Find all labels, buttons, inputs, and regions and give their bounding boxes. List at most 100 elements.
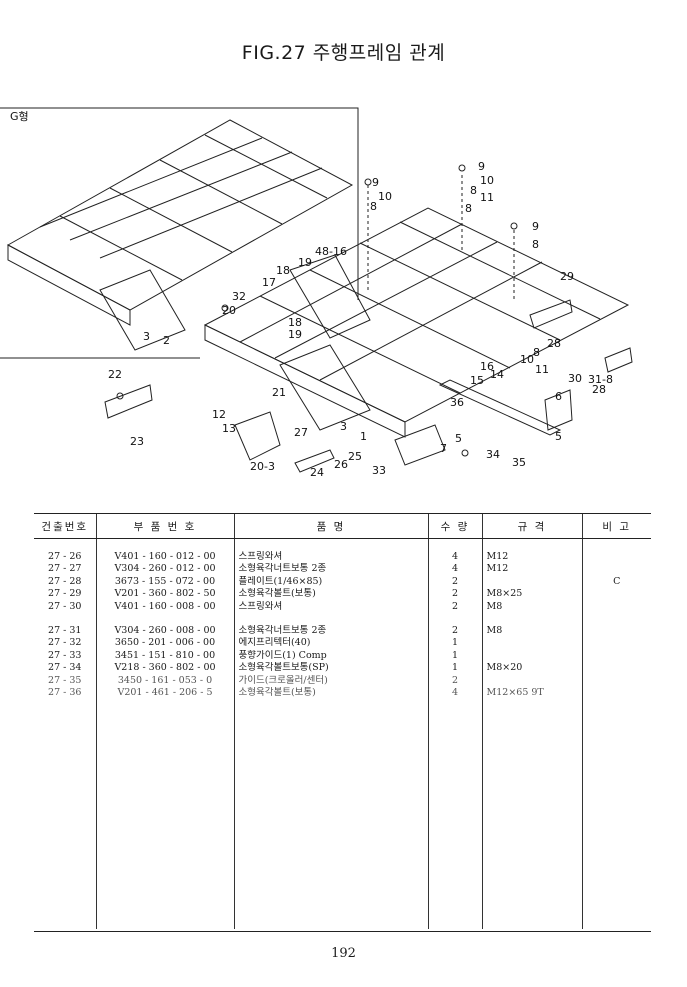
table-cell: V304 - 260 - 008 - 00 [95, 625, 234, 638]
table-cell: M12×65 9T [481, 687, 582, 700]
table-cell [581, 563, 651, 576]
table-cell [233, 699, 428, 930]
table-cell: C [581, 575, 651, 589]
page-title: FIG.27 주행프레임 관계 [241, 42, 446, 64]
table-cell: 1 [427, 637, 482, 650]
table-cell [581, 551, 651, 564]
callout-number: 32 [232, 290, 246, 303]
callout-number: 6 [555, 390, 562, 403]
table-cell [481, 575, 582, 589]
table-cell: 에지프리텍터(40) [233, 637, 428, 650]
table-cell: 27 - 36 [48, 687, 82, 699]
table-cell: M12 [481, 563, 582, 576]
callout-number: 8 [465, 202, 472, 215]
table-cell [481, 637, 582, 650]
table-cell [481, 699, 582, 930]
table-header-row: 건출번호 부 품 번 호 품 명 수 량 규 격 비 고 [34, 513, 651, 539]
callout-number: 8 [533, 346, 540, 359]
callout-number: 31-8 [588, 373, 613, 386]
table-cell: 소형육각너트보통 2종 [233, 563, 428, 576]
callout-number: 2 [163, 334, 170, 347]
table-cell: 4 [427, 687, 482, 700]
col-ref: 건출번호 [34, 513, 96, 539]
table-cell: 27 - 32 [48, 637, 82, 649]
table-cell [34, 613, 96, 625]
table-cell: V201 - 360 - 802 - 50 [95, 588, 234, 601]
table-cell: M8 [481, 625, 582, 638]
inset-border [0, 107, 359, 300]
callout-number: 15 [470, 374, 484, 387]
table-cell [481, 649, 582, 663]
table-cell: M12 [481, 551, 582, 564]
table-cell: V401 - 160 - 012 - 00 [95, 551, 234, 564]
col-note: 비 고 [581, 513, 651, 539]
part-33 [394, 424, 446, 466]
table-cell: 2 [427, 575, 482, 589]
table-cell: 소형육각볼트(보통) [233, 687, 428, 700]
table-cell: 27 - 30 [48, 600, 82, 612]
table-cell [581, 649, 651, 663]
callout-number: 9 [532, 220, 539, 233]
callout-number: 8 [532, 238, 539, 251]
callout-number: 28 [592, 383, 606, 396]
table-cell [581, 637, 651, 650]
col-spec: 규 격 [481, 513, 582, 539]
table-cell: M8×20 [481, 662, 582, 675]
callout-number: 20-3 [250, 460, 275, 473]
col-name: 품 명 [233, 513, 428, 539]
table-cell: 27 - 29 [48, 588, 82, 600]
table-cell: 소형육각볼트(보통) [233, 588, 428, 601]
callout-number: 24 [310, 466, 324, 479]
callout-number: 48-16 [315, 245, 347, 258]
callout-number: 25 [348, 450, 362, 463]
callout-number: 22 [108, 368, 122, 381]
table-cell [95, 613, 234, 626]
left-frame-housing [99, 269, 186, 351]
table-cell: V304 - 260 - 012 - 00 [95, 563, 234, 576]
callout-number: 20 [222, 304, 236, 317]
callout-number: 1 [360, 430, 367, 443]
table-cell: 2 [427, 600, 482, 614]
table-cell [427, 538, 482, 551]
table-cell: 1 [427, 649, 482, 663]
table-cell: M8×25 [481, 588, 582, 601]
callout-number: 16 [480, 360, 494, 373]
table-cell [581, 687, 651, 700]
table-cell: 3450 - 161 - 053 - 0 [95, 674, 234, 688]
exploded-diagram: G형 9 10 8 11 9 8 10 8 9 8 29 48-16 19 18… [0, 107, 633, 479]
table-cell [233, 613, 428, 626]
table-cell [481, 674, 582, 688]
table-cell [581, 538, 651, 551]
table-cell [95, 538, 234, 551]
table-cell: 스프링와셔 [233, 551, 428, 564]
callout-number: 5 [455, 432, 462, 445]
part-28 [604, 347, 633, 373]
callout-number: 12 [212, 408, 226, 421]
table-cell: 27 - 28 [48, 575, 82, 587]
inset-label: G형 [10, 110, 29, 123]
callout-number: 11 [535, 363, 549, 376]
table-cell [34, 539, 96, 552]
callout-number: 19 [288, 328, 302, 341]
callout-number: 36 [450, 396, 464, 409]
callout-number: 19 [298, 256, 312, 269]
table-cell: 3673 - 155 - 072 - 00 [95, 575, 234, 589]
table-cell: 27 - 34 [48, 662, 82, 674]
part-6 [544, 389, 573, 431]
callout-number: 28 [547, 337, 561, 350]
table-cell [233, 538, 428, 551]
part-24 [294, 449, 335, 473]
table-cell: V401 - 160 - 008 - 00 [95, 600, 234, 614]
table-cell [34, 699, 96, 929]
callout-number: 33 [372, 464, 386, 477]
page-number: 192 [331, 946, 356, 961]
table-cell: 4 [427, 551, 482, 564]
